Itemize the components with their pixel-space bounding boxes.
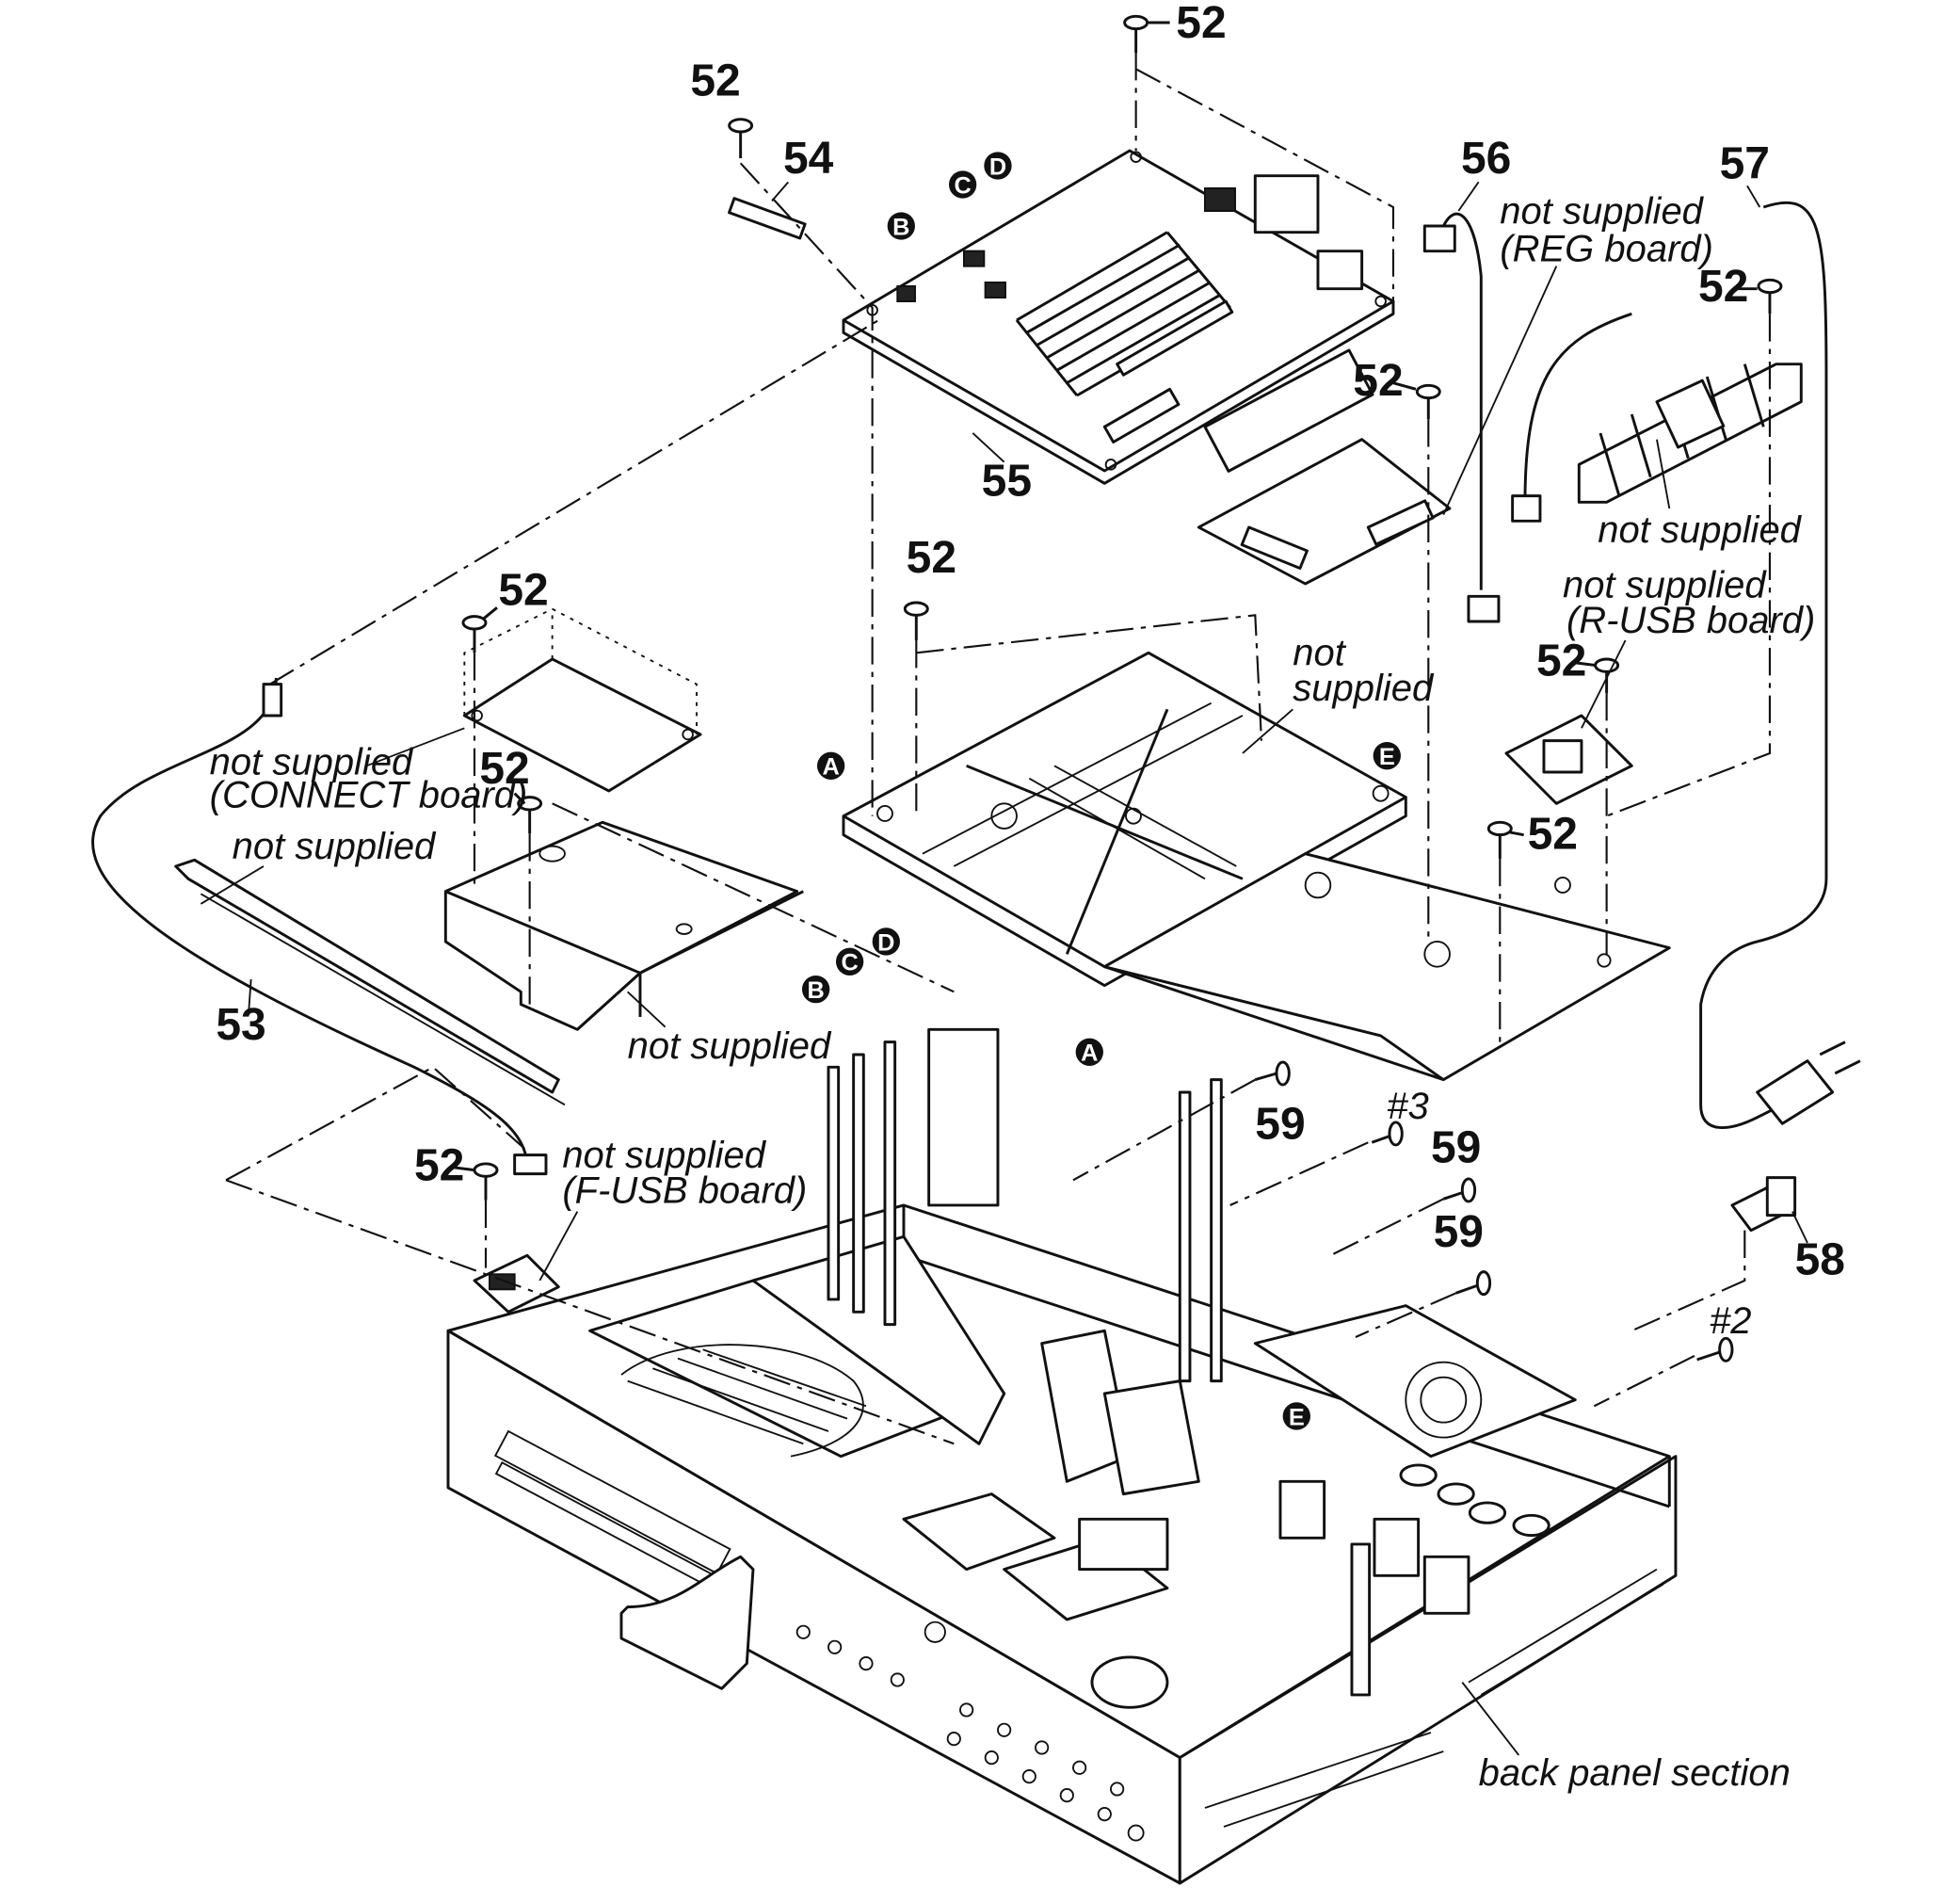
- front-panel-jacks: [795, 1621, 1145, 1842]
- svg-text:A: A: [822, 754, 839, 781]
- connect-board: [462, 607, 702, 793]
- note-f-usb-board: (F-USB board): [562, 1169, 807, 1211]
- main-chassis: [446, 1027, 1678, 1885]
- label-52: 52: [907, 533, 956, 583]
- label-54: 54: [783, 134, 834, 184]
- reg-board: [1197, 348, 1452, 586]
- part-57-power-cord: [1511, 201, 1861, 1129]
- screw-icon: [1696, 1336, 1734, 1363]
- label-52: 52: [1536, 636, 1586, 685]
- ref-marker-c: C: [835, 947, 864, 976]
- ref-marker-c: C: [948, 170, 977, 199]
- screw-icon: [517, 796, 543, 834]
- screw-icon: [1123, 14, 1149, 53]
- rear-connector-board: [1577, 363, 1803, 504]
- note-reg-board: (REG board): [1500, 228, 1713, 269]
- label-screw-2: #2: [1710, 1300, 1751, 1342]
- label-59: 59: [1434, 1207, 1484, 1257]
- screw-icon: [1455, 1270, 1492, 1297]
- ref-marker-b: B: [801, 975, 830, 1004]
- label-52: 52: [479, 744, 529, 794]
- note-not-supplied: not supplied: [210, 742, 414, 783]
- r-usb-board: [1504, 714, 1633, 805]
- label-59: 59: [1255, 1099, 1305, 1149]
- support-posts: [827, 1027, 1372, 1697]
- screw-icon: [1486, 820, 1513, 859]
- note-not-supplied: not supplied: [628, 1025, 832, 1067]
- svg-text:D: D: [877, 929, 894, 956]
- ref-marker-d: D: [872, 927, 900, 956]
- note-not: not: [1293, 633, 1346, 674]
- screw-icon: [1254, 1060, 1291, 1087]
- svg-text:B: B: [892, 214, 909, 240]
- screws: [461, 14, 1783, 1363]
- main-board-55: [842, 149, 1395, 485]
- label-53: 53: [216, 1000, 265, 1050]
- ref-marker-e: E: [1282, 1402, 1310, 1430]
- notes: not supplied (REG board) not supplied no…: [200, 190, 1815, 1794]
- disc-drive-unit: [588, 1234, 1006, 1459]
- svg-text:C: C: [841, 950, 858, 976]
- label-52: 52: [1528, 809, 1578, 859]
- label-52: 52: [498, 566, 548, 616]
- center-components: [902, 1329, 1200, 1709]
- note-supplied: supplied: [1293, 668, 1435, 709]
- screw-icon: [728, 118, 754, 158]
- part-53-cable: [91, 677, 566, 1176]
- svg-text:C: C: [954, 172, 971, 199]
- center-bracket-plate: [842, 651, 1407, 988]
- part-56-cable: [1422, 212, 1501, 623]
- part-58: [1730, 1176, 1797, 1233]
- ref-marker-a: A: [816, 751, 845, 781]
- screw-icon: [1371, 1121, 1404, 1147]
- ref-marker-b: B: [887, 212, 915, 240]
- part-labels: 52 52 54 56 57 52 52 55 52 52 52 52 52 5…: [216, 0, 1845, 1342]
- label-screw-3: #3: [1387, 1086, 1428, 1127]
- svg-text:E: E: [1289, 1404, 1305, 1430]
- rear-bracket-plate: [1102, 852, 1671, 1082]
- note-not-supplied: not supplied: [1598, 509, 1802, 551]
- note-not-supplied: not supplied: [233, 826, 437, 867]
- ref-marker-d: D: [984, 152, 1012, 180]
- note-not-supplied: not supplied: [562, 1135, 766, 1176]
- label-52: 52: [1176, 0, 1226, 48]
- label-52: 52: [690, 56, 740, 105]
- note-connect-board: (CONNECT board): [210, 774, 528, 815]
- heatsink: [1015, 231, 1231, 397]
- label-52: 52: [414, 1140, 464, 1190]
- label-52: 52: [1353, 356, 1403, 406]
- screw-icon: [1757, 278, 1783, 314]
- label-58: 58: [1795, 1234, 1845, 1284]
- ref-marker-e: E: [1373, 741, 1401, 770]
- screw-icon: [473, 1162, 499, 1201]
- note-not-supplied: not supplied: [1563, 565, 1767, 606]
- label-59: 59: [1431, 1123, 1481, 1173]
- label-57: 57: [1720, 138, 1770, 188]
- label-52: 52: [1698, 262, 1748, 312]
- screw-icon: [1415, 383, 1441, 420]
- svg-text:D: D: [989, 153, 1006, 180]
- note-back-panel-section: back panel section: [1479, 1752, 1791, 1794]
- label-55: 55: [982, 457, 1032, 507]
- ref-marker-a: A: [1075, 1038, 1103, 1067]
- screw-icon: [1442, 1177, 1477, 1203]
- reference-markers: A A B B C C D D E E: [801, 152, 1401, 1430]
- screw-icon: [461, 615, 488, 653]
- note-not-supplied: not supplied: [1500, 190, 1704, 232]
- svg-text:A: A: [1081, 1040, 1098, 1067]
- part-54: [728, 197, 807, 240]
- note-r-usb-board: (R-USB board): [1566, 600, 1815, 641]
- power-supply-board: [1253, 1304, 1577, 1615]
- svg-text:E: E: [1379, 744, 1395, 770]
- front-ribbon-cable: [619, 1555, 755, 1690]
- left-bracket: [443, 820, 804, 1031]
- alignment-lines: [225, 52, 1772, 1445]
- f-usb-board: [473, 1253, 560, 1314]
- svg-text:B: B: [807, 977, 824, 1004]
- label-56: 56: [1461, 134, 1511, 184]
- screw-icon: [903, 601, 929, 640]
